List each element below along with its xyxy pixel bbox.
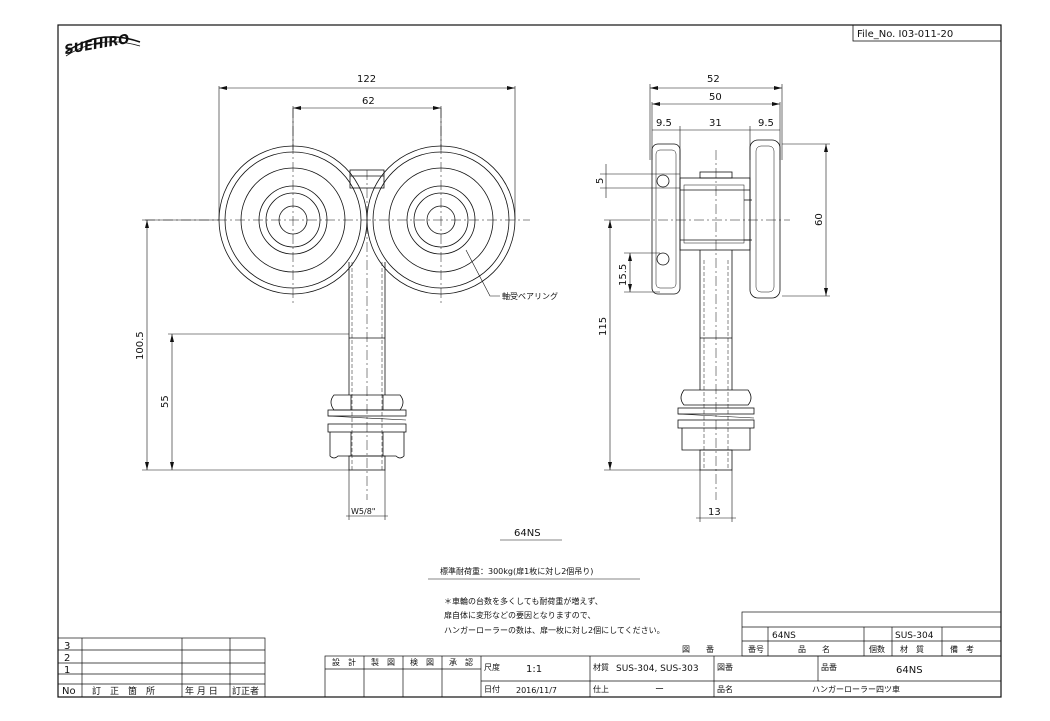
dim-overall-width: 122 bbox=[357, 74, 376, 85]
logo-text: SUEHIRO bbox=[63, 32, 130, 58]
sign-header-draft: 製 図 bbox=[371, 657, 395, 667]
bearing-label: 軸受ベアリング bbox=[502, 291, 558, 301]
revision-row-2: 2 bbox=[64, 653, 70, 664]
product-no-label: 品番 bbox=[821, 662, 837, 672]
file-no: File_No. I03-011-20 bbox=[857, 29, 953, 40]
revision-header-content: 訂 正 箇 所 bbox=[92, 685, 155, 697]
parts-header-qty: 個数 bbox=[869, 644, 885, 654]
parts-header-name: 品 名 bbox=[798, 644, 830, 654]
parts-header-drawing-no: 図 番 bbox=[682, 644, 714, 654]
finish-label: 仕上 bbox=[593, 684, 609, 694]
parts-header-material: 材 質 bbox=[900, 644, 924, 654]
dim-overall-depth: 52 bbox=[707, 74, 720, 85]
revision-row-3: 3 bbox=[64, 641, 70, 652]
dim-flange-left: 9.5 bbox=[656, 118, 672, 129]
parts-row-name: 64NS bbox=[772, 631, 796, 641]
dim-thread-size: W5/8" bbox=[351, 507, 375, 516]
model-label: 64NS bbox=[514, 528, 541, 539]
product-name-value: ハンガーローラー四ツ車 bbox=[812, 684, 900, 694]
material-value: SUS-304, SUS-303 bbox=[616, 664, 699, 674]
dim-nut-width: 13 bbox=[708, 507, 721, 518]
material-label: 材質 bbox=[593, 662, 609, 672]
dim-flange-right: 9.5 bbox=[758, 118, 774, 129]
title-block bbox=[324, 655, 1002, 698]
side-dimensions bbox=[600, 84, 830, 522]
revision-header-by: 訂正者 bbox=[232, 685, 259, 697]
dim-wheel-diameter: 60 bbox=[814, 213, 825, 226]
dim-center-gap: 31 bbox=[709, 118, 722, 129]
note-line-1: ＊車輪の台数を多くしても耐荷重が増えず、 bbox=[444, 596, 603, 606]
side-view bbox=[640, 139, 790, 500]
sign-header-check: 検 図 bbox=[410, 657, 434, 667]
revision-header-date: 年 月 日 bbox=[185, 685, 218, 697]
note-line-2: 扉自体に変形などの要因となりますので、 bbox=[444, 610, 595, 620]
dim-wheel-pitch: 62 bbox=[362, 96, 375, 107]
suehiro-logo: SUEHIRO bbox=[63, 32, 141, 58]
file-no-box bbox=[852, 24, 1002, 42]
dim-thread-length: 55 bbox=[160, 395, 171, 408]
side-dimension-arrows bbox=[608, 86, 828, 470]
revision-row-1: 1 bbox=[64, 665, 70, 676]
scale-label: 尺度 bbox=[484, 662, 500, 672]
load-note: 標準耐荷重：300kg(扉1枚に対し2個吊り) bbox=[440, 566, 593, 576]
front-view bbox=[145, 108, 530, 500]
date-label: 日付 bbox=[484, 684, 500, 694]
dim-inner-depth: 50 bbox=[709, 92, 722, 103]
parts-row-material: SUS-304 bbox=[895, 631, 934, 641]
scale-value: 1:1 bbox=[526, 664, 542, 675]
dim-top-offset: 5 bbox=[595, 178, 606, 184]
sign-header-approve: 承 認 bbox=[449, 657, 473, 667]
revision-header-no: No bbox=[62, 686, 76, 697]
revision-table bbox=[57, 637, 266, 698]
product-no-value: 64NS bbox=[896, 665, 923, 676]
product-name-label: 品名 bbox=[717, 684, 733, 694]
front-dimensions bbox=[142, 86, 516, 520]
dim-height-total-front: 100.5 bbox=[135, 331, 146, 360]
dim-bearing-offset: 15.5 bbox=[618, 264, 629, 286]
finish-value: ー bbox=[655, 685, 664, 695]
parts-header-remarks: 備 考 bbox=[950, 644, 974, 654]
note-line-3: ハンガーローラーの数は、扉一枚に対し2個にしてください。 bbox=[444, 625, 665, 635]
drawing-no-label: 図番 bbox=[717, 662, 733, 672]
dim-height-total-side: 115 bbox=[598, 317, 609, 336]
parts-header-number: 番号 bbox=[748, 644, 764, 654]
front-dimension-arrows bbox=[145, 86, 515, 470]
sign-header-design: 設 計 bbox=[332, 657, 356, 667]
date-value: 2016/11/7 bbox=[516, 686, 557, 695]
